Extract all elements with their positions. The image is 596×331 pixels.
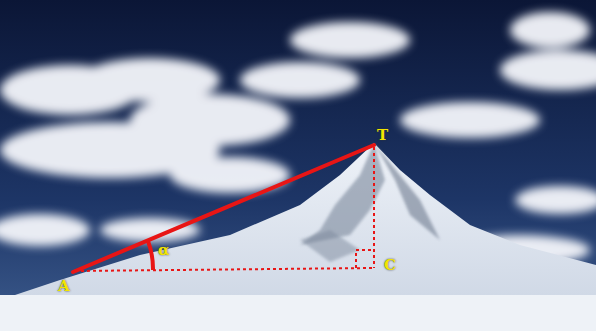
- point-label: A: [58, 279, 70, 294]
- point-label: C: [384, 258, 396, 273]
- point-label: α: [158, 243, 170, 258]
- point-label: T: [377, 128, 388, 143]
